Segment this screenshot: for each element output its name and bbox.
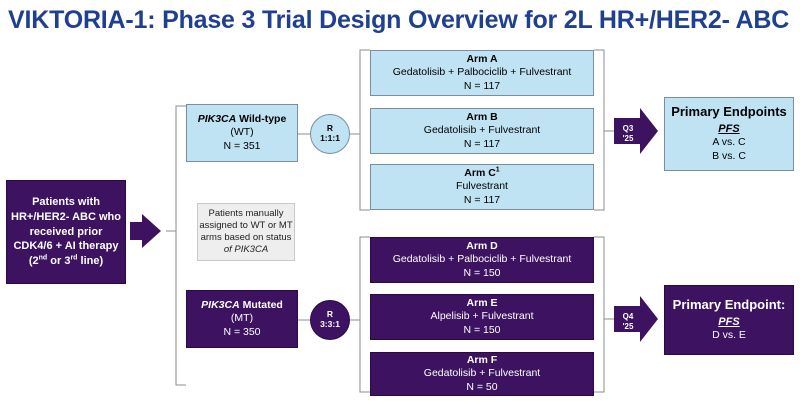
patients-line: Patients with bbox=[32, 195, 100, 208]
patients-line: CDK4/6 + AI therapy bbox=[13, 240, 119, 253]
mt-timing-label: Q4 '25 bbox=[622, 312, 634, 331]
patients-line: received prior bbox=[29, 225, 103, 238]
arm-f-box: Arm F Gedatolisib + Fulvestrant N = 50 bbox=[370, 352, 594, 396]
arm-e-box: Arm E Alpelisib + Fulvestrant N = 150 bbox=[370, 294, 594, 340]
wildtype-cohort-box: PIK3CA Wild-type (WT) N = 351 bbox=[186, 104, 298, 162]
gene-name: PIK3CA bbox=[201, 298, 240, 311]
arm-c-box: Arm C1 Fulvestrant N = 117 bbox=[370, 164, 594, 210]
wt-timing-arrow bbox=[614, 108, 658, 154]
mt-timing-arrow bbox=[614, 296, 658, 342]
patients-line: (2nd or 3rd line) bbox=[28, 254, 104, 268]
mutated-cohort-box: PIK3CA Mutated (MT) N = 350 bbox=[186, 290, 298, 348]
mt-randomization-circle: R 3:3:1 bbox=[310, 300, 350, 340]
arm-b-box: Arm B Gedatolisib + Fulvestrant N = 117 bbox=[370, 108, 594, 154]
gene-name: PIK3CA bbox=[197, 112, 237, 125]
arm-a-box: Arm A Gedatolisib + Palbociclib + Fulves… bbox=[370, 50, 594, 96]
patient-population-box: Patients with HR+/HER2- ABC who received… bbox=[6, 180, 126, 284]
patients-line: HR+/HER2- ABC who bbox=[11, 210, 121, 223]
arm-d-box: Arm D Gedatolisib + Palbociclib + Fulves… bbox=[370, 237, 594, 283]
wt-timing-label: Q3 '25 bbox=[622, 124, 634, 143]
wt-randomization-circle: R 1:1:1 bbox=[310, 114, 350, 154]
wt-primary-endpoint-box: Primary Endpoints PFS A vs. C B vs. C bbox=[664, 97, 794, 171]
assignment-note: Patients manually assigned to WT or MT a… bbox=[197, 203, 295, 261]
page-title: VIKTORIA-1: Phase 3 Trial Design Overvie… bbox=[8, 6, 790, 34]
mt-primary-endpoint-box: Primary Endpoint: PFS D vs. E bbox=[664, 285, 794, 355]
patients-arrow bbox=[130, 214, 161, 248]
